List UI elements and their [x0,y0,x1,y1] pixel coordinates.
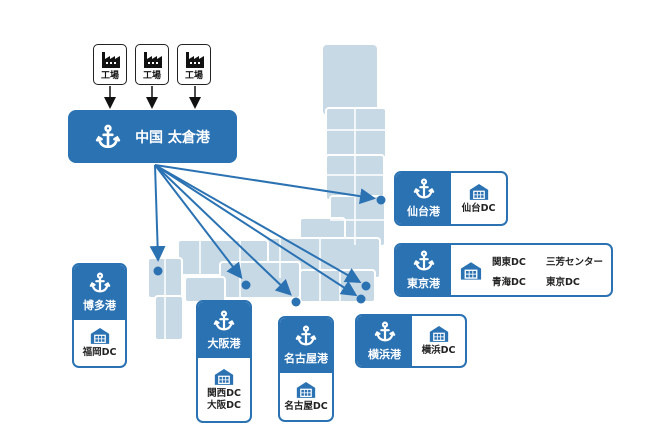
route-tokyo [154,164,362,283]
port-sendai: 仙台港 仙台DC [394,171,508,226]
factory-3: 工場 [177,44,211,85]
port-name: 名古屋港 [284,352,328,365]
factory-icon [143,50,163,68]
dc-name: 青海DC [492,277,526,288]
warehouse-icon [460,261,482,280]
port-yokohama: 横浜港 横浜DC [355,314,467,368]
origin-label: 中国 太倉港 [135,129,210,146]
port-name: 仙台港 [407,205,440,218]
factory-icon [185,50,205,68]
origin-port-taicang: 中国 太倉港 [68,110,237,163]
port-hakata: 博多港 福岡DC [72,263,127,368]
dc-name: 東京DC [546,277,580,288]
factory-label: 工場 [184,71,203,81]
route-nagoya [154,164,292,296]
anchor-icon [295,325,317,347]
factory-icon [101,50,121,68]
port-nagoya: 名古屋港 名古屋DC [278,316,334,422]
factory-2: 工場 [135,44,169,85]
dc-name: 福岡DC [82,347,117,358]
port-name: 大阪港 [207,336,241,350]
route-hakata [149,164,166,262]
anchor-icon [89,272,111,294]
dc-name: 関西DC [207,387,241,399]
route-yokohama [154,164,358,297]
route-osaka [154,164,243,280]
anchor-icon [374,321,396,343]
warehouse-icon [429,325,449,342]
anchor-icon [413,250,435,272]
factory-1: 工場 [93,44,127,85]
warehouse-icon [296,381,316,398]
route-sendai [154,164,376,205]
dc-name: 横浜DC [421,345,456,356]
dc-name: 名古屋DC [284,400,328,412]
warehouse-icon [90,327,110,344]
anchor-icon [95,124,121,150]
dc-name: 関東DC [492,257,526,268]
port-name: 東京港 [407,276,440,290]
port-name: 横浜港 [368,347,401,361]
port-name: 博多港 [83,299,116,312]
dc-name: 三芳センター [546,257,604,268]
dc-name: 大阪DC [207,399,241,411]
hokkaido [321,43,379,117]
anchor-icon [213,310,235,332]
port-tokyo: 東京港 関東DC 三芳センター 青海DC 東京DC [394,243,613,297]
dc-name: 仙台DC [461,202,496,214]
factory-label: 工場 [100,71,119,81]
anchor-icon [413,178,435,200]
warehouse-icon [214,368,234,385]
warehouse-icon [469,183,489,200]
factory-label: 工場 [142,71,161,81]
